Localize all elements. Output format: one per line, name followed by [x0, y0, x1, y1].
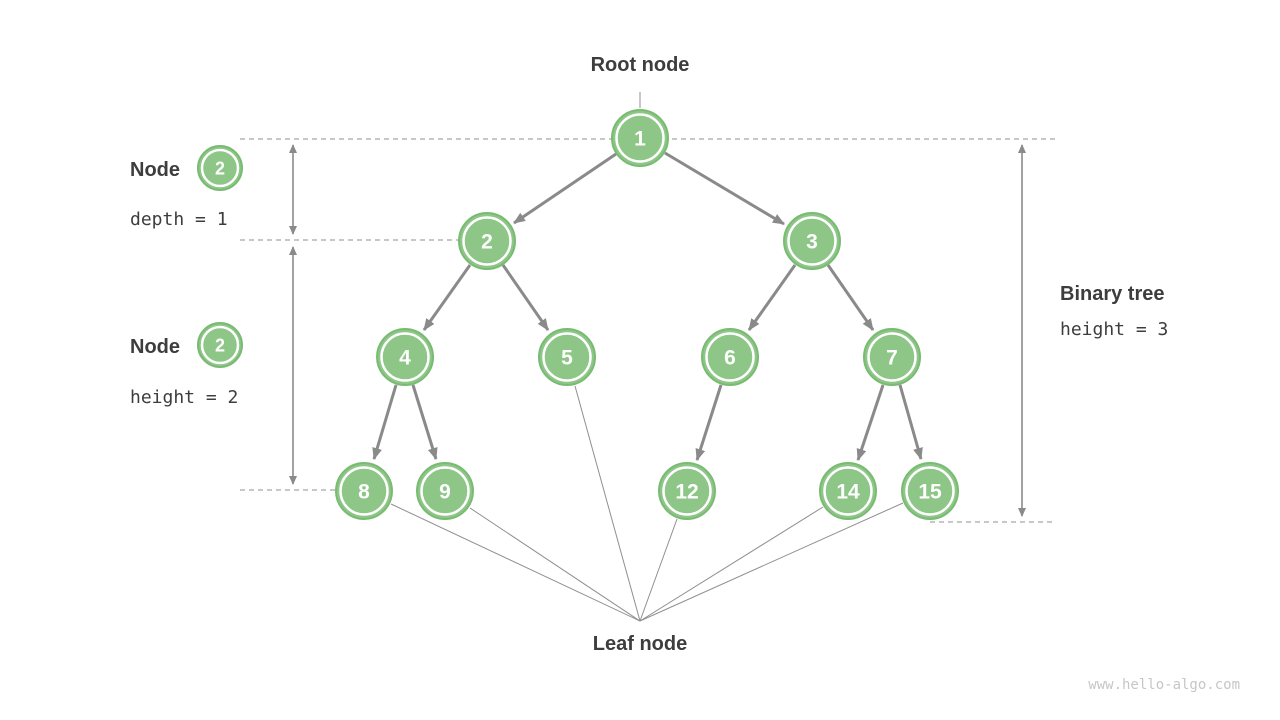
edge-6-12: [695, 384, 723, 461]
node-circle: [701, 328, 759, 386]
edge-7-14: [856, 384, 885, 461]
tree-node: 6: [701, 328, 759, 386]
node-height-metric: height = 2: [130, 387, 238, 408]
node-circle: [658, 462, 716, 520]
edge-7-15: [898, 384, 923, 460]
node-value: 2: [481, 231, 493, 254]
measure-arrows: [289, 144, 1026, 517]
leaf-pointer-15: [639, 502, 904, 622]
node-inner-ring: [339, 466, 389, 516]
leaf-pointer-12: [639, 518, 678, 622]
binary-tree-label: Binary tree: [1060, 283, 1165, 305]
edge-2-4: [422, 264, 472, 331]
node-height-badge-value: 2: [215, 336, 225, 356]
edge-3-6: [747, 264, 797, 331]
node-depth-metric: depth = 1: [130, 209, 228, 230]
node-inner-ring: [420, 466, 470, 516]
node-circle: [901, 462, 959, 520]
tree-node: 1: [611, 109, 669, 167]
node-height-label: Node: [130, 336, 180, 358]
node-depth-annotation: Node 2 depth = 1: [130, 145, 243, 230]
node-height-annotation: Node 2 height = 2: [130, 322, 243, 408]
node-value: 15: [918, 481, 942, 504]
tree-edges: [372, 151, 923, 461]
leaf-pointer-8: [390, 503, 641, 622]
node-circle: [335, 462, 393, 520]
node-inner-ring: [615, 113, 665, 163]
leaf-pointer-14: [639, 506, 824, 622]
leaf-node-label: Leaf node: [593, 633, 687, 655]
node-depth-badge-circle: [197, 145, 243, 191]
node-depth-badge-ring: [200, 148, 240, 188]
node-inner-ring: [823, 466, 873, 516]
edge-2-5: [501, 264, 550, 331]
node-value: 9: [439, 481, 451, 504]
node-depth-label: Node: [130, 159, 180, 181]
tree-nodes: 1 2 3 4 5 6 7: [335, 109, 959, 520]
node-circle: [783, 212, 841, 270]
root-node-label: Root node: [591, 54, 690, 76]
node-depth-badge-value: 2: [215, 159, 225, 179]
tree-node: 7: [863, 328, 921, 386]
node-circle: [416, 462, 474, 520]
node-inner-ring: [905, 466, 955, 516]
leaf-pointer-5: [574, 385, 641, 622]
leaf-pointer-lines: [390, 385, 904, 622]
node-inner-ring: [662, 466, 712, 516]
node-value: 5: [561, 347, 573, 370]
node-circle: [538, 328, 596, 386]
node-value: 8: [358, 481, 370, 504]
node-inner-ring: [380, 332, 430, 382]
node-value: 1: [634, 128, 646, 151]
node-value: 6: [724, 347, 736, 370]
tree-node: 4: [376, 328, 434, 386]
tree-node: 8: [335, 462, 393, 520]
node-value: 4: [399, 347, 411, 370]
node-height-badge-circle: [197, 322, 243, 368]
watermark-text: www.hello-algo.com: [1088, 677, 1240, 693]
node-value: 14: [836, 481, 860, 504]
node-inner-ring: [462, 216, 512, 266]
leaf-pointer-9: [469, 507, 641, 622]
tree-node: 14: [819, 462, 877, 520]
node-value: 7: [886, 347, 898, 370]
node-height-badge-ring: [200, 325, 240, 365]
node-value: 12: [675, 481, 698, 504]
edge-4-8: [372, 384, 398, 460]
node-inner-ring: [787, 216, 837, 266]
edge-1-2: [513, 152, 617, 225]
edge-4-9: [411, 384, 438, 460]
binary-tree-annotation: Binary tree height = 3: [1060, 283, 1168, 340]
tree-node: 2: [458, 212, 516, 270]
node-value: 3: [806, 231, 818, 254]
node-inner-ring: [867, 332, 917, 382]
node-circle: [611, 109, 669, 167]
node-circle: [458, 212, 516, 270]
tree-node: 12: [658, 462, 716, 520]
node-circle: [376, 328, 434, 386]
node-circle: [819, 462, 877, 520]
tree-node: 5: [538, 328, 596, 386]
tree-node: 15: [901, 462, 959, 520]
node-inner-ring: [542, 332, 592, 382]
tree-node: 9: [416, 462, 474, 520]
edge-3-7: [826, 264, 875, 331]
binary-tree-metric: height = 3: [1060, 319, 1168, 340]
edge-1-3: [664, 151, 785, 226]
tree-node: 3: [783, 212, 841, 270]
node-inner-ring: [705, 332, 755, 382]
node-circle: [863, 328, 921, 386]
